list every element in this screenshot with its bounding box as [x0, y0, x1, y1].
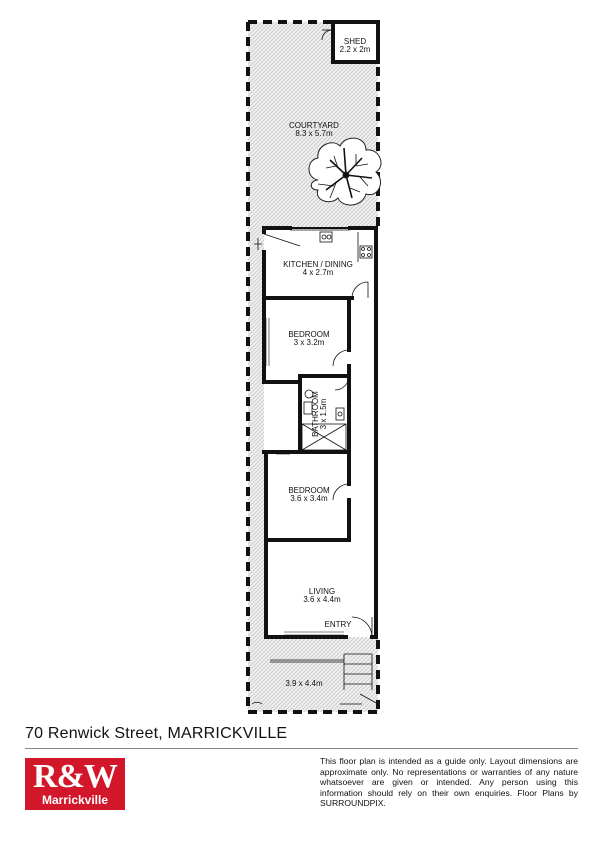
- living-fixtures: [284, 616, 373, 638]
- bathroom-name: BATHROOM: [311, 391, 320, 437]
- living-name: LIVING: [309, 587, 335, 596]
- agency-logo: R&W Marrickville: [25, 758, 125, 810]
- living-size: 3.6 x 4.4m: [303, 595, 341, 604]
- courtyard-name: COURTYARD: [289, 121, 339, 130]
- kitchen-fixtures: [254, 227, 373, 299]
- logo-sub-text: Marrickville: [41, 793, 109, 807]
- logo-main-text: R&W: [33, 758, 118, 795]
- shed-area: [333, 22, 378, 62]
- porch-fixtures: [251, 653, 379, 705]
- porch-size: 3.9 x 4.4m: [285, 679, 323, 688]
- bedroom1-name: BEDROOM: [288, 330, 330, 339]
- footer-divider: [25, 748, 578, 749]
- bedroom2-fixtures: [276, 453, 350, 501]
- bathroom-size: 3 x 1.5m: [319, 398, 328, 429]
- shed-name: SHED: [344, 37, 366, 46]
- bedroom1-size: 3 x 3.2m: [294, 338, 325, 347]
- house-walls: [262, 226, 378, 639]
- disclaimer-text: This floor plan is intended as a guide o…: [320, 756, 578, 809]
- bedroom2-size: 3.6 x 3.4m: [290, 494, 328, 503]
- tree-icon: [308, 137, 382, 206]
- entry-name: ENTRY: [325, 620, 353, 629]
- bedroom1-fixtures: [265, 318, 350, 367]
- shed-size: 2.2 x 2m: [340, 45, 371, 54]
- bedroom2-name: BEDROOM: [288, 486, 330, 495]
- floor-plan: SHED 2.2 x 2m COURTYARD 8.3 x 5.7m: [246, 20, 382, 714]
- property-address: 70 Renwick Street, MARRICKVILLE: [25, 725, 288, 742]
- courtyard-size: 8.3 x 5.7m: [295, 129, 333, 138]
- house-area: [264, 227, 376, 637]
- kitchen-size: 4 x 2.7m: [303, 268, 334, 277]
- kitchen-name: KITCHEN / DINING: [283, 260, 353, 269]
- bathroom-fixtures: [301, 375, 350, 451]
- shed: SHED 2.2 x 2m: [321, 20, 380, 64]
